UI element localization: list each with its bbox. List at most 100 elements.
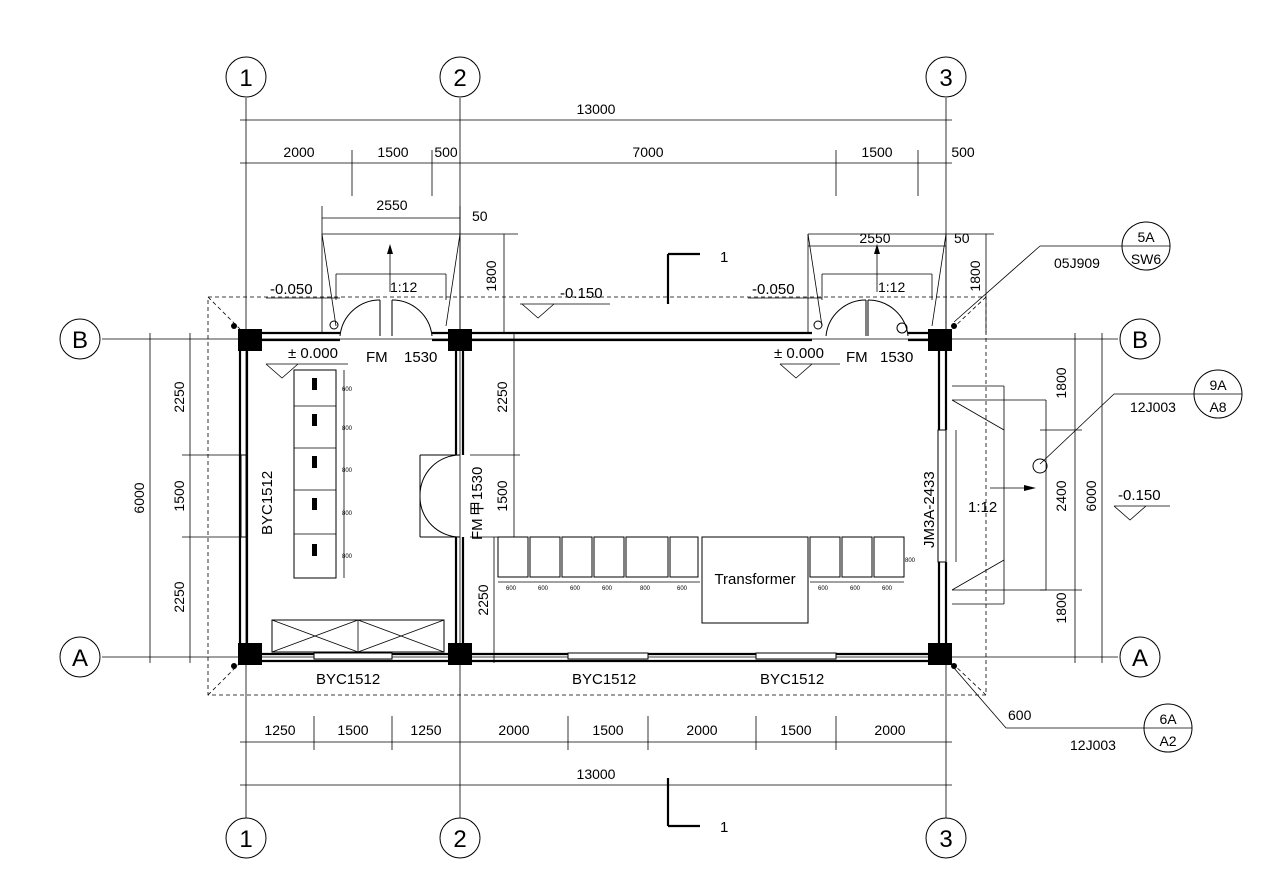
svg-text:± 0.000: ± 0.000 — [288, 345, 338, 362]
svg-text:1800: 1800 — [1053, 592, 1069, 623]
svg-text:2250: 2250 — [494, 381, 510, 412]
north-door-left — [329, 299, 433, 337]
svg-text:1500: 1500 — [377, 144, 408, 160]
svg-text:2: 2 — [453, 65, 466, 92]
axis-bubble-b-right: B — [1119, 318, 1161, 360]
svg-text:BYC1512: BYC1512 — [760, 671, 824, 688]
section-mark-top: 1 — [666, 249, 728, 304]
svg-text:BYC1512: BYC1512 — [316, 671, 380, 688]
svg-text:1800: 1800 — [967, 260, 983, 291]
axis-bubble-b-left: B — [59, 318, 101, 360]
windows — [240, 454, 837, 660]
right-dimensions: 1800 2400 1800 6000 — [1040, 333, 1103, 663]
svg-text:B: B — [1132, 327, 1148, 354]
svg-text:12J003: 12J003 — [1130, 399, 1176, 415]
svg-text:600: 600 — [677, 586, 688, 592]
svg-text:1500: 1500 — [861, 144, 892, 160]
level-mark-ramp: -0.150 — [1113, 487, 1170, 521]
level-mark-outside-left: -0.050 — [266, 281, 340, 299]
svg-text:600: 600 — [342, 387, 353, 393]
reference-bubble-2: 9A A8 12J003 — [1032, 369, 1243, 474]
svg-text:600: 600 — [506, 586, 517, 592]
svg-text:FM: FM — [469, 518, 486, 540]
inner-door — [419, 454, 461, 538]
svg-text:A8: A8 — [1209, 399, 1226, 415]
level-mark-floor-right: ± 0.000 — [774, 345, 840, 379]
level-mark-outside-right: -0.050 — [748, 281, 822, 299]
svg-text:SW6: SW6 — [1131, 251, 1162, 267]
svg-text:600: 600 — [850, 586, 861, 592]
axis-bubble-3-top: 3 — [925, 56, 967, 98]
top-dimensions: 13000 2000 1500 500 7000 1500 500 — [240, 101, 975, 196]
columns — [238, 329, 952, 665]
level-mark-floor-left: ± 0.000 — [265, 345, 348, 379]
svg-text:3: 3 — [939, 65, 952, 92]
svg-text:2250: 2250 — [475, 584, 491, 615]
svg-text:800: 800 — [342, 554, 353, 560]
left-dimensions: 6000 2250 1500 2250 — [131, 333, 240, 663]
north-ramp-left — [321, 206, 518, 333]
svg-text:1:12: 1:12 — [878, 279, 905, 295]
svg-text:A: A — [72, 645, 88, 672]
svg-text:B: B — [72, 327, 88, 354]
svg-text:800: 800 — [640, 586, 651, 592]
svg-text:3: 3 — [939, 826, 952, 853]
mid-dimensions: 2250 1500 2250 — [470, 333, 520, 663]
svg-text:800: 800 — [342, 511, 353, 517]
svg-text:1500: 1500 — [494, 480, 510, 511]
svg-text:1: 1 — [239, 826, 252, 853]
reference-bubble-3: 6A A2 12J003 600 — [953, 667, 1193, 753]
svg-text:2400: 2400 — [1053, 480, 1069, 511]
svg-text:9A: 9A — [1209, 377, 1227, 393]
svg-text:1: 1 — [720, 249, 728, 266]
svg-text:1250: 1250 — [264, 722, 295, 738]
svg-text:600: 600 — [570, 586, 581, 592]
svg-text:800: 800 — [905, 558, 916, 564]
svg-text:50: 50 — [472, 208, 488, 224]
north-door-right — [813, 299, 909, 337]
svg-text:5A: 5A — [1137, 229, 1155, 245]
bottom-dimensions: 1250 1500 1250 2000 1500 2000 1500 2000 … — [240, 716, 952, 786]
svg-text:1500: 1500 — [337, 722, 368, 738]
east-door — [937, 385, 1047, 605]
svg-text:500: 500 — [951, 144, 975, 160]
svg-text:500: 500 — [434, 144, 458, 160]
svg-text:1250: 1250 — [410, 722, 441, 738]
svg-text:1500: 1500 — [592, 722, 623, 738]
svg-text:1:12: 1:12 — [390, 279, 417, 295]
svg-text:JM3A-2433: JM3A-2433 — [921, 471, 938, 548]
svg-text:1: 1 — [239, 65, 252, 92]
svg-text:1800: 1800 — [483, 260, 499, 291]
svg-text:2250: 2250 — [171, 381, 187, 412]
svg-text:50: 50 — [954, 230, 970, 246]
svg-text:BYC1512: BYC1512 — [259, 471, 276, 535]
section-mark-bottom: 1 — [666, 778, 728, 836]
level-mark-outside-mid: -0.150 — [520, 285, 610, 319]
svg-text:甲: 甲 — [469, 501, 486, 516]
svg-text:6A: 6A — [1159, 711, 1177, 727]
svg-text:6000: 6000 — [131, 482, 147, 513]
axis-bubble-3-bottom: 3 — [925, 817, 967, 859]
svg-text:2550: 2550 — [376, 197, 407, 213]
svg-text:12J003: 12J003 — [1070, 737, 1116, 753]
left-bottom-cabinets — [271, 619, 445, 653]
svg-text:600: 600 — [538, 586, 549, 592]
axis-bubble-a-right: A — [1119, 636, 1161, 678]
svg-text:2000: 2000 — [498, 722, 529, 738]
svg-text:2550: 2550 — [859, 230, 890, 246]
svg-text:2250: 2250 — [171, 581, 187, 612]
svg-text:A2: A2 — [1159, 733, 1176, 749]
axis-bubble-a-left: A — [59, 636, 101, 678]
svg-text:2: 2 — [453, 826, 466, 853]
axis-lines — [102, 98, 1118, 818]
svg-text:Transformer: Transformer — [714, 571, 795, 588]
svg-text:600: 600 — [1008, 707, 1032, 723]
svg-text:13000: 13000 — [577, 766, 616, 782]
north-ramp-right — [807, 233, 994, 333]
svg-text:800: 800 — [342, 426, 353, 432]
svg-text:1530: 1530 — [880, 349, 913, 366]
svg-text:-0.050: -0.050 — [270, 281, 313, 298]
svg-text:BYC1512: BYC1512 — [572, 671, 636, 688]
svg-text:600: 600 — [818, 586, 829, 592]
